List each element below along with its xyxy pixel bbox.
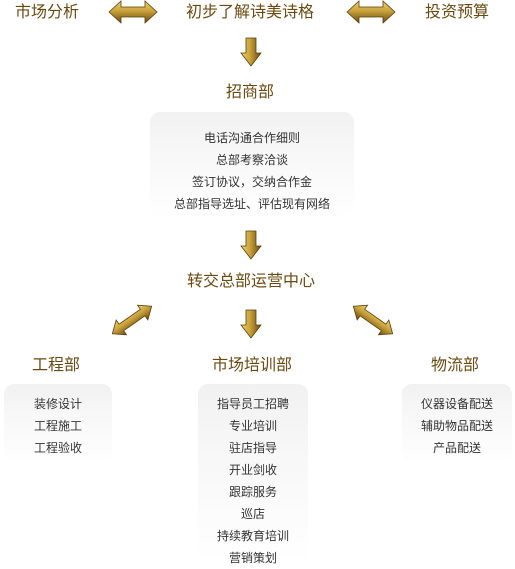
training-dept-list: 指导员工招聘 专业培训 驻店指导 开业剑收 跟踪服务 巡店 持续教育培训 营销策…	[198, 384, 308, 569]
down-arrow-icon	[240, 37, 262, 67]
list-item: 产品配送	[432, 441, 481, 455]
market-analysis-label: 市场分析	[14, 2, 80, 21]
down-arrow-icon	[240, 309, 262, 339]
list-item: 总部考察洽谈	[215, 153, 288, 167]
list-item: 开业剑收	[228, 463, 277, 477]
merchant-dept-panel: 电话沟通合作细则 总部考察洽谈 签订协议，交纳合作金 总部指导选址、评估现有网络	[150, 112, 354, 218]
list-item: 签订协议，交纳合作金	[191, 175, 312, 189]
initial-understanding-label: 初步了解诗美诗格	[185, 2, 315, 21]
list-item: 总部指导选址、评估现有网络	[173, 197, 330, 211]
list-item: 营销策划	[228, 551, 277, 565]
list-item: 工程施工	[33, 419, 82, 433]
engineering-dept-list: 装修设计 工程施工 工程验收	[4, 384, 112, 459]
double-arrow-right-icon	[346, 0, 396, 24]
training-dept-title: 市场培训部	[211, 355, 293, 374]
list-item: 工程验收	[33, 441, 82, 455]
investment-budget-label: 投资预算	[424, 2, 490, 21]
engineering-dept-title: 工程部	[31, 355, 81, 374]
list-item: 驻店指导	[228, 441, 277, 455]
merchant-dept-title: 招商部	[225, 82, 275, 101]
list-item: 辅助物品配送	[420, 419, 493, 433]
logistics-dept-panel: 仪器设备配送 辅助物品配送 产品配送	[402, 384, 512, 464]
list-item: 跟踪服务	[228, 485, 277, 499]
list-item: 指导员工招聘	[216, 397, 289, 411]
list-item: 装修设计	[33, 397, 82, 411]
engineering-dept-panel: 装修设计 工程施工 工程验收	[4, 384, 112, 464]
list-item: 电话沟通合作细则	[203, 131, 300, 145]
double-arrow-diagonal-left-icon	[111, 304, 153, 336]
list-item: 巡店	[240, 507, 265, 521]
merchant-dept-list: 电话沟通合作细则 总部考察洽谈 签订协议，交纳合作金 总部指导选址、评估现有网络	[150, 112, 354, 215]
list-item: 专业培训	[228, 419, 277, 433]
ops-center-title: 转交总部运营中心	[186, 271, 316, 290]
logistics-dept-list: 仪器设备配送 辅助物品配送 产品配送	[402, 384, 512, 459]
double-arrow-diagonal-right-icon	[352, 304, 394, 336]
double-arrow-left-icon	[108, 0, 158, 24]
logistics-dept-title: 物流部	[430, 355, 480, 374]
list-item: 仪器设备配送	[420, 397, 493, 411]
training-dept-panel: 指导员工招聘 专业培训 驻店指导 开业剑收 跟踪服务 巡店 持续教育培训 营销策…	[198, 384, 308, 565]
down-arrow-icon	[240, 230, 262, 260]
list-item: 持续教育培训	[216, 529, 289, 543]
